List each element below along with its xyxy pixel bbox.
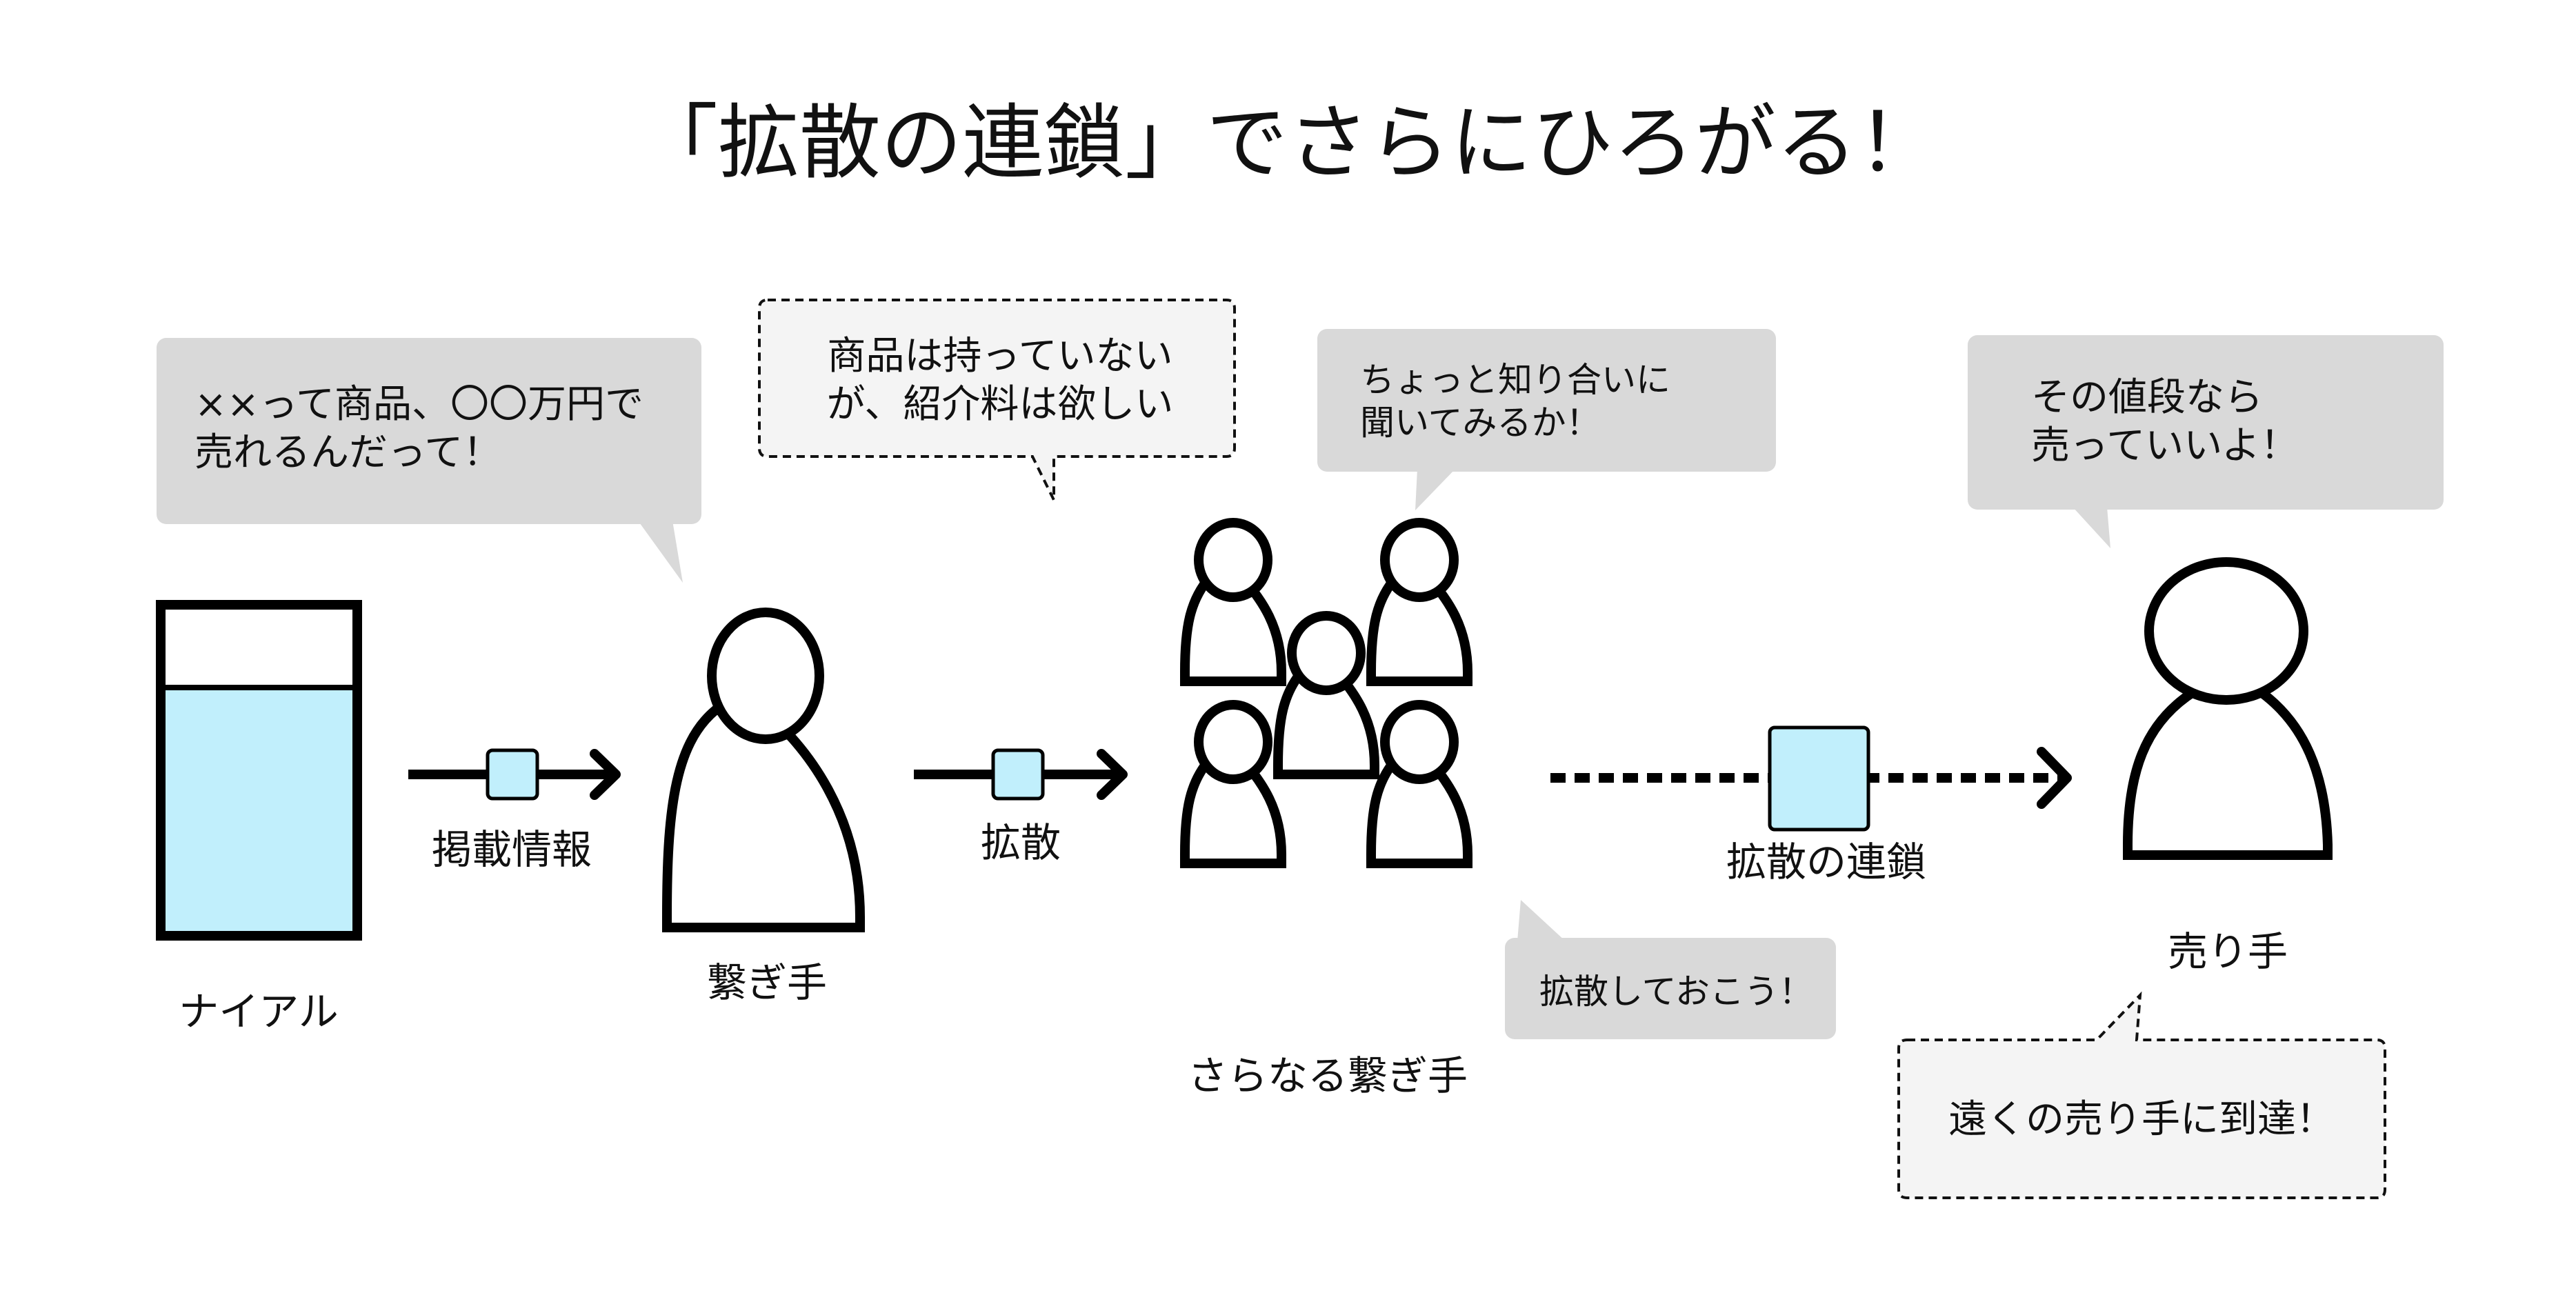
speech-bubble-friends: ちょっと知り合いに 聞いてみるか！	[1317, 329, 1776, 510]
node-label-more-connectors: さらなる繋ぎ手	[1188, 1052, 1468, 1099]
node-label-seller: 売り手	[2168, 928, 2288, 975]
node-label-nairu: ナイアル	[179, 988, 338, 1035]
bubble-body	[1968, 335, 2444, 510]
person-icon	[1366, 518, 1472, 686]
speech-bubble-connector: ××って商品、〇〇万円で 売れるんだって！	[157, 338, 701, 583]
arrow-head-icon	[2037, 747, 2072, 809]
bubble-tail	[1517, 900, 1566, 941]
person-head	[1194, 700, 1272, 784]
person-icon	[1366, 700, 1472, 868]
arrow-head-icon	[1097, 749, 1128, 800]
bubble-line: が、紹介料は欲しい	[827, 382, 1174, 427]
person-icon	[1180, 518, 1286, 686]
bubble-line: 商品は持っていない	[827, 334, 1172, 379]
bubble-line: ちょっと知り合いに	[1360, 360, 1670, 400]
bubble-line: ××って商品、〇〇万円で	[194, 382, 643, 427]
bubble-tail	[1415, 469, 1455, 510]
person-head	[1380, 518, 1459, 602]
person-head	[2144, 557, 2308, 705]
bubble-body	[1897, 991, 2386, 1199]
info-packet-icon	[486, 748, 539, 801]
bubble-line: 売っていいよ！	[2031, 423, 2299, 468]
thought-bubble-reach: 遠くの売り手に到達！	[1897, 991, 2386, 1199]
thought-bubble-connector: 商品は持っていない が、紹介料は欲しい	[758, 299, 1236, 501]
bubble-tail	[638, 521, 683, 583]
page-title: 「拡散の連鎖」でさらにひろがる！	[637, 95, 1939, 190]
document-header	[166, 610, 352, 685]
info-packet-icon	[991, 748, 1045, 801]
person-icon-seller	[2123, 557, 2333, 860]
bubble-tail	[2073, 507, 2110, 548]
person-icon	[1273, 611, 1379, 779]
person-head	[1194, 518, 1272, 602]
person-icon-connector	[662, 608, 865, 932]
person-head	[1287, 611, 1366, 695]
person-icon	[1180, 700, 1286, 868]
arrow-spread	[914, 748, 1128, 801]
bubble-body	[1505, 938, 1836, 1039]
document-icon	[156, 600, 362, 941]
bubble-line: 拡散しておこう！	[1539, 972, 1813, 1012]
arrow-label: 掲載情報	[432, 826, 592, 873]
bubble-body	[157, 338, 701, 524]
arrow-listing-info	[408, 748, 621, 801]
arrow-spread-chain	[1550, 725, 2072, 832]
arrow-label: 拡散の連鎖	[1726, 839, 1926, 885]
bubble-line: 遠くの売り手に到達！	[1948, 1097, 2335, 1142]
person-body	[2123, 688, 2333, 860]
speech-bubble-spread: 拡散しておこう！	[1505, 900, 1836, 1039]
person-head	[707, 608, 824, 744]
bubble-line: 聞いてみるか！	[1360, 403, 1601, 443]
speech-bubble-seller: その値段なら 売っていいよ！	[1968, 335, 2444, 548]
arrow-label: 拡散	[981, 819, 1061, 866]
bubble-line: 売れるんだって！	[194, 430, 501, 475]
node-label-connector: 繋ぎ手	[707, 959, 827, 1006]
people-group-icon	[1180, 518, 1472, 868]
info-packet-icon	[1768, 725, 1870, 832]
person-head	[1380, 700, 1459, 784]
bubble-body	[758, 299, 1236, 501]
arrow-head-icon	[590, 749, 621, 800]
bubble-body	[1317, 329, 1776, 472]
bubble-line: その値段なら	[2031, 375, 2263, 420]
